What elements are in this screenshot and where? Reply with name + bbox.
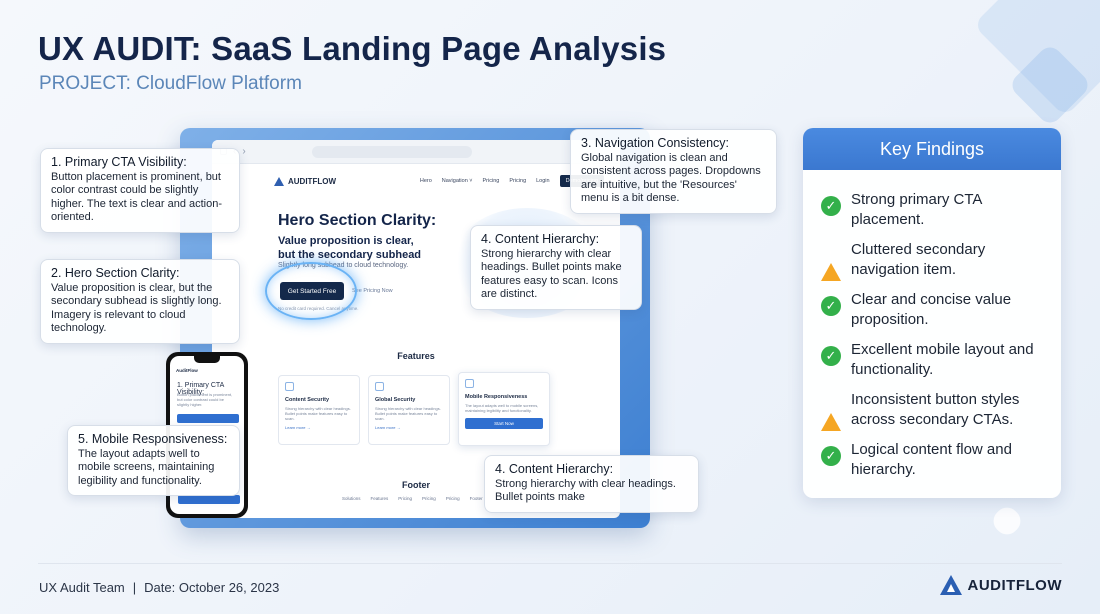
logo-icon <box>274 176 284 186</box>
key-findings-title: Key Findings <box>803 128 1061 170</box>
brand-name: AUDITFLOW <box>967 576 1062 594</box>
feature-card: Global Security Strong hierarchy with cl… <box>368 375 450 445</box>
nav-link: Pricing <box>482 178 500 184</box>
feature-link: Learn more → <box>375 425 401 430</box>
finding-item: ✓ Logical content flow and hierarchy. <box>821 440 1046 480</box>
callout-body: The layout adapts well to mobile screens… <box>78 447 215 487</box>
feature-name: Mobile Responsiveness <box>465 394 528 400</box>
footer-divider <box>38 563 1062 564</box>
feature-text: Strong hierarchy with clear headings. Bu… <box>285 406 351 421</box>
nav-link: Navigation ˅ <box>441 178 473 184</box>
hero-overlay-subhead: Value proposition is clear, but the seco… <box>278 235 422 261</box>
key-findings-panel: Key Findings ✓ Strong primary CTA placem… <box>803 128 1061 498</box>
mockup-footer-links: Solutions Features Pricing Pricing Prici… <box>342 496 483 501</box>
finding-item: ! Cluttered secondary navigation item. <box>821 240 1046 281</box>
callout-primary-cta: 1. Primary CTA Visibility: Button placem… <box>40 148 240 233</box>
footer-link: Pricing <box>398 496 413 501</box>
footer-team: UX Audit Team <box>39 580 125 595</box>
footer-date: Date: October 26, 2023 <box>144 580 280 595</box>
callout-heading: 2. Hero Section Clarity: <box>51 266 180 280</box>
cta-highlight-ring <box>265 262 357 320</box>
check-icon: ✓ <box>821 296 841 316</box>
brand-logo-icon <box>939 575 962 595</box>
page-subtitle: PROJECT: CloudFlow Platform <box>39 73 302 94</box>
site-logo-text: AUDITFLOW <box>288 176 336 186</box>
feature-name: Global Security <box>375 397 416 403</box>
footer-separator: | <box>132 580 137 595</box>
warning-icon: ! <box>821 396 841 431</box>
finding-text: Strong primary CTA placement. <box>851 191 982 228</box>
callout-hero-clarity: 2. Hero Section Clarity: Value propositi… <box>40 259 240 344</box>
phone-button <box>178 495 240 504</box>
check-icon: ✓ <box>821 196 841 216</box>
finding-text: Inconsistent button styles across second… <box>851 391 1020 428</box>
hero-subhead: Slightly long subhead to cloud technolog… <box>278 262 409 269</box>
phone-logo: AuditFlow <box>176 368 198 373</box>
callout-body: Strong hierarchy with clear headings. Bu… <box>481 247 622 301</box>
phone-heading: 1. Primary CTA Visibility: <box>177 382 224 396</box>
feature-button: Start Now <box>465 418 543 429</box>
finding-text: Clear and concise value proposition. <box>851 291 1012 328</box>
feature-card: Mobile Responsiveness The layout adapts … <box>458 372 550 446</box>
callout-body: Value proposition is clear, but the seco… <box>51 281 222 335</box>
url-bar <box>311 145 472 158</box>
callout-heading: 4. Content Hierarchy: <box>495 462 614 476</box>
callout-body: Global navigation is clean and consisten… <box>581 151 761 205</box>
browser-toolbar: ‹ › <box>212 140 620 164</box>
mobile-icon <box>465 379 474 388</box>
footer-link: Features <box>370 496 389 501</box>
brand-logo: AUDITFLOW <box>939 575 1062 595</box>
footer-link: Pricing <box>422 496 436 501</box>
footer-link: Footer <box>469 496 483 501</box>
finding-item: ✓ Strong primary CTA placement. <box>821 190 1046 230</box>
site-navigation: AUDITFLOW Hero Navigation ˅ Pricing Pric… <box>212 164 620 198</box>
phone-text: Button placement is prominent, but color… <box>177 392 233 407</box>
feature-card: Content Security Strong hierarchy with c… <box>278 375 360 445</box>
phone-button <box>177 414 239 423</box>
check-icon: ✓ <box>821 446 841 466</box>
nav-link: Login <box>536 178 550 184</box>
hero-overlay-title: Hero Section Clarity: <box>278 212 437 229</box>
features-heading: Features <box>397 351 435 361</box>
nav-link: Hero <box>419 178 432 184</box>
finding-item: ✓ Excellent mobile layout and functional… <box>821 340 1046 380</box>
callout-heading: 3. Navigation Consistency: <box>581 136 729 150</box>
decorative-shape <box>988 502 1026 540</box>
feature-link: Learn more → <box>285 425 311 430</box>
warning-icon: ! <box>821 246 841 281</box>
finding-text: Excellent mobile layout and functionalit… <box>851 341 1034 378</box>
callout-navigation: 3. Navigation Consistency: Global naviga… <box>570 129 777 214</box>
finding-item: ! Inconsistent button styles across seco… <box>821 390 1046 431</box>
callout-heading: 5. Mobile Responsiveness: <box>78 432 228 446</box>
callout-heading: 4. Content Hierarchy: <box>481 232 600 246</box>
site-logo: AUDITFLOW <box>274 176 336 186</box>
feature-icon <box>375 382 384 391</box>
finding-text: Cluttered secondary navigation item. <box>851 241 986 278</box>
phone-notch <box>194 356 220 363</box>
nav-link: Pricing <box>509 178 527 184</box>
hero-secondary-link: See Pricing Now <box>352 288 393 294</box>
mockup-footer-heading: Footer <box>402 480 430 490</box>
callout-mobile: 5. Mobile Responsiveness: The layout ada… <box>67 425 240 496</box>
callout-heading: 1. Primary CTA Visibility: <box>51 155 187 169</box>
feature-name: Content Security <box>285 397 330 403</box>
callout-content-hierarchy-2: 4. Content Hierarchy: Strong hierarchy w… <box>484 455 699 513</box>
feature-text: Strong hierarchy with clear headings. Bu… <box>375 406 441 421</box>
footer-meta: UX Audit Team | Date: October 26, 2023 <box>39 580 279 595</box>
finding-item: ✓ Clear and concise value proposition. <box>821 290 1046 330</box>
check-icon: ✓ <box>821 346 841 366</box>
footer-link: Solutions <box>342 496 361 501</box>
forward-arrow-icon: › <box>242 146 246 157</box>
callout-content-hierarchy: 4. Content Hierarchy: Strong hierarchy w… <box>470 225 642 310</box>
finding-text: Logical content flow and hierarchy. <box>851 441 1012 478</box>
feature-icon <box>285 382 294 391</box>
callout-body: Strong hierarchy with clear headings. Bu… <box>495 477 676 504</box>
page-title: UX AUDIT: SaaS Landing Page Analysis <box>38 30 667 67</box>
feature-text: The layout adapts well to mobile screens… <box>465 403 539 413</box>
callout-body: Button placement is prominent, but color… <box>51 170 223 224</box>
footer-link: Pricing <box>445 496 460 501</box>
